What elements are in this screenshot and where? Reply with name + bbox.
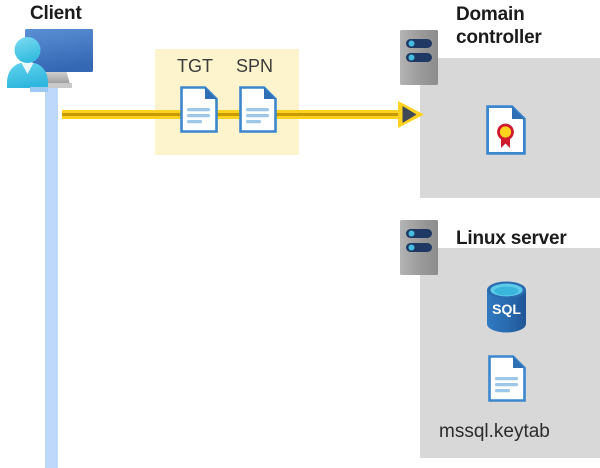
tgt-document-icon [180,86,218,133]
certificate-document-icon [486,105,526,155]
flow-arrow-head-icon [398,101,424,128]
flow-arrow-line [62,110,407,119]
linux-server-rack-icon [400,220,438,275]
keytab-file-label: mssql.keytab [439,421,550,442]
domain-controller-server-rack-icon [400,30,438,85]
client-computer-icon [4,26,104,92]
client-title: Client [30,3,82,24]
sql-database-icon: SQL [484,281,529,333]
client-lifeline [45,76,58,468]
domain-controller-title: Domain controller [456,4,542,48]
linux-server-title: Linux server [456,228,567,249]
spn-label: SPN [236,56,274,76]
arrow-bar-inner [62,113,407,116]
sql-icon-text: SQL [492,301,521,317]
keytab-document-icon [488,355,526,402]
tgt-label: TGT [177,56,213,76]
spn-document-icon [239,86,277,133]
